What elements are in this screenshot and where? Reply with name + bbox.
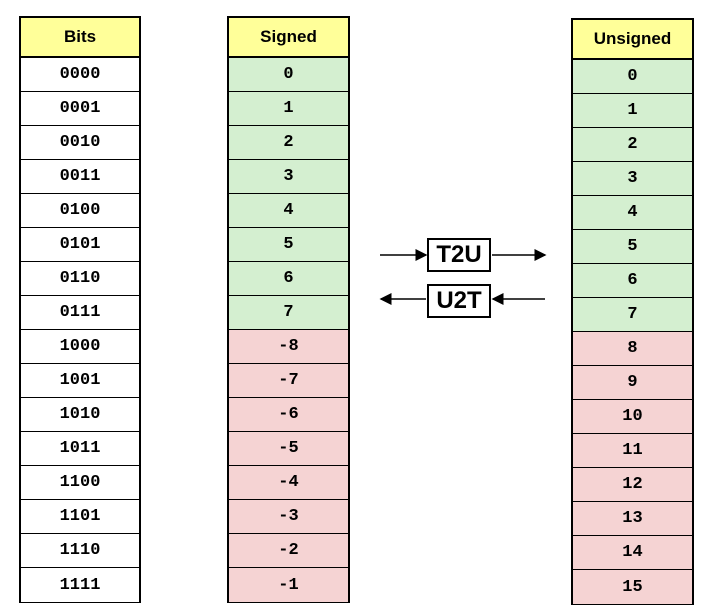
bits-cell: 0111 [21,296,139,330]
unsigned-cell: 12 [573,468,692,502]
unsigned-cell: 3 [573,162,692,196]
signed-cell: -2 [229,534,348,568]
signed-cell: -7 [229,364,348,398]
unsigned-cell: 15 [573,570,692,604]
unsigned-cell: 8 [573,332,692,366]
bits-cell: 0110 [21,262,139,296]
bits-cell: 1001 [21,364,139,398]
unsigned-cell: 4 [573,196,692,230]
unsigned-cell: 14 [573,536,692,570]
unsigned-cell: 6 [573,264,692,298]
unsigned-cell: 7 [573,298,692,332]
unsigned-cell: 13 [573,502,692,536]
signed-cell: 3 [229,160,348,194]
bits-cell: 0100 [21,194,139,228]
bits-cell: 1101 [21,500,139,534]
bits-cell: 1011 [21,432,139,466]
t2u-label: T2U [427,238,491,272]
unsigned-cell: 9 [573,366,692,400]
signed-cell: -4 [229,466,348,500]
unsigned-cell: 0 [573,60,692,94]
bits-cell: 1000 [21,330,139,364]
bits-cell: 1100 [21,466,139,500]
unsigned-cell: 5 [573,230,692,264]
unsigned-cell: 1 [573,94,692,128]
bits-cell: 1111 [21,568,139,602]
signed-cell: 6 [229,262,348,296]
signed-header: Signed [229,18,348,58]
bits-cell: 0101 [21,228,139,262]
signed-cell: 2 [229,126,348,160]
signed-cell: -8 [229,330,348,364]
unsigned-cell: 10 [573,400,692,434]
signed-cell: 0 [229,58,348,92]
bits-cell: 0011 [21,160,139,194]
bits-cell: 1010 [21,398,139,432]
signed-cell: 5 [229,228,348,262]
unsigned-cell: 11 [573,434,692,468]
signed-cell: -5 [229,432,348,466]
signed-cell: 4 [229,194,348,228]
signed-cell: 1 [229,92,348,126]
signed-cell: -1 [229,568,348,602]
bits-cell: 0001 [21,92,139,126]
u2t-label: U2T [427,284,491,318]
bits-cell: 0010 [21,126,139,160]
unsigned-cell: 2 [573,128,692,162]
signed-cell: -6 [229,398,348,432]
unsigned-header: Unsigned [573,20,692,60]
bits-cell: 0000 [21,58,139,92]
signed-cell: 7 [229,296,348,330]
bits-header: Bits [21,18,139,58]
bits-cell: 1110 [21,534,139,568]
signed-cell: -3 [229,500,348,534]
